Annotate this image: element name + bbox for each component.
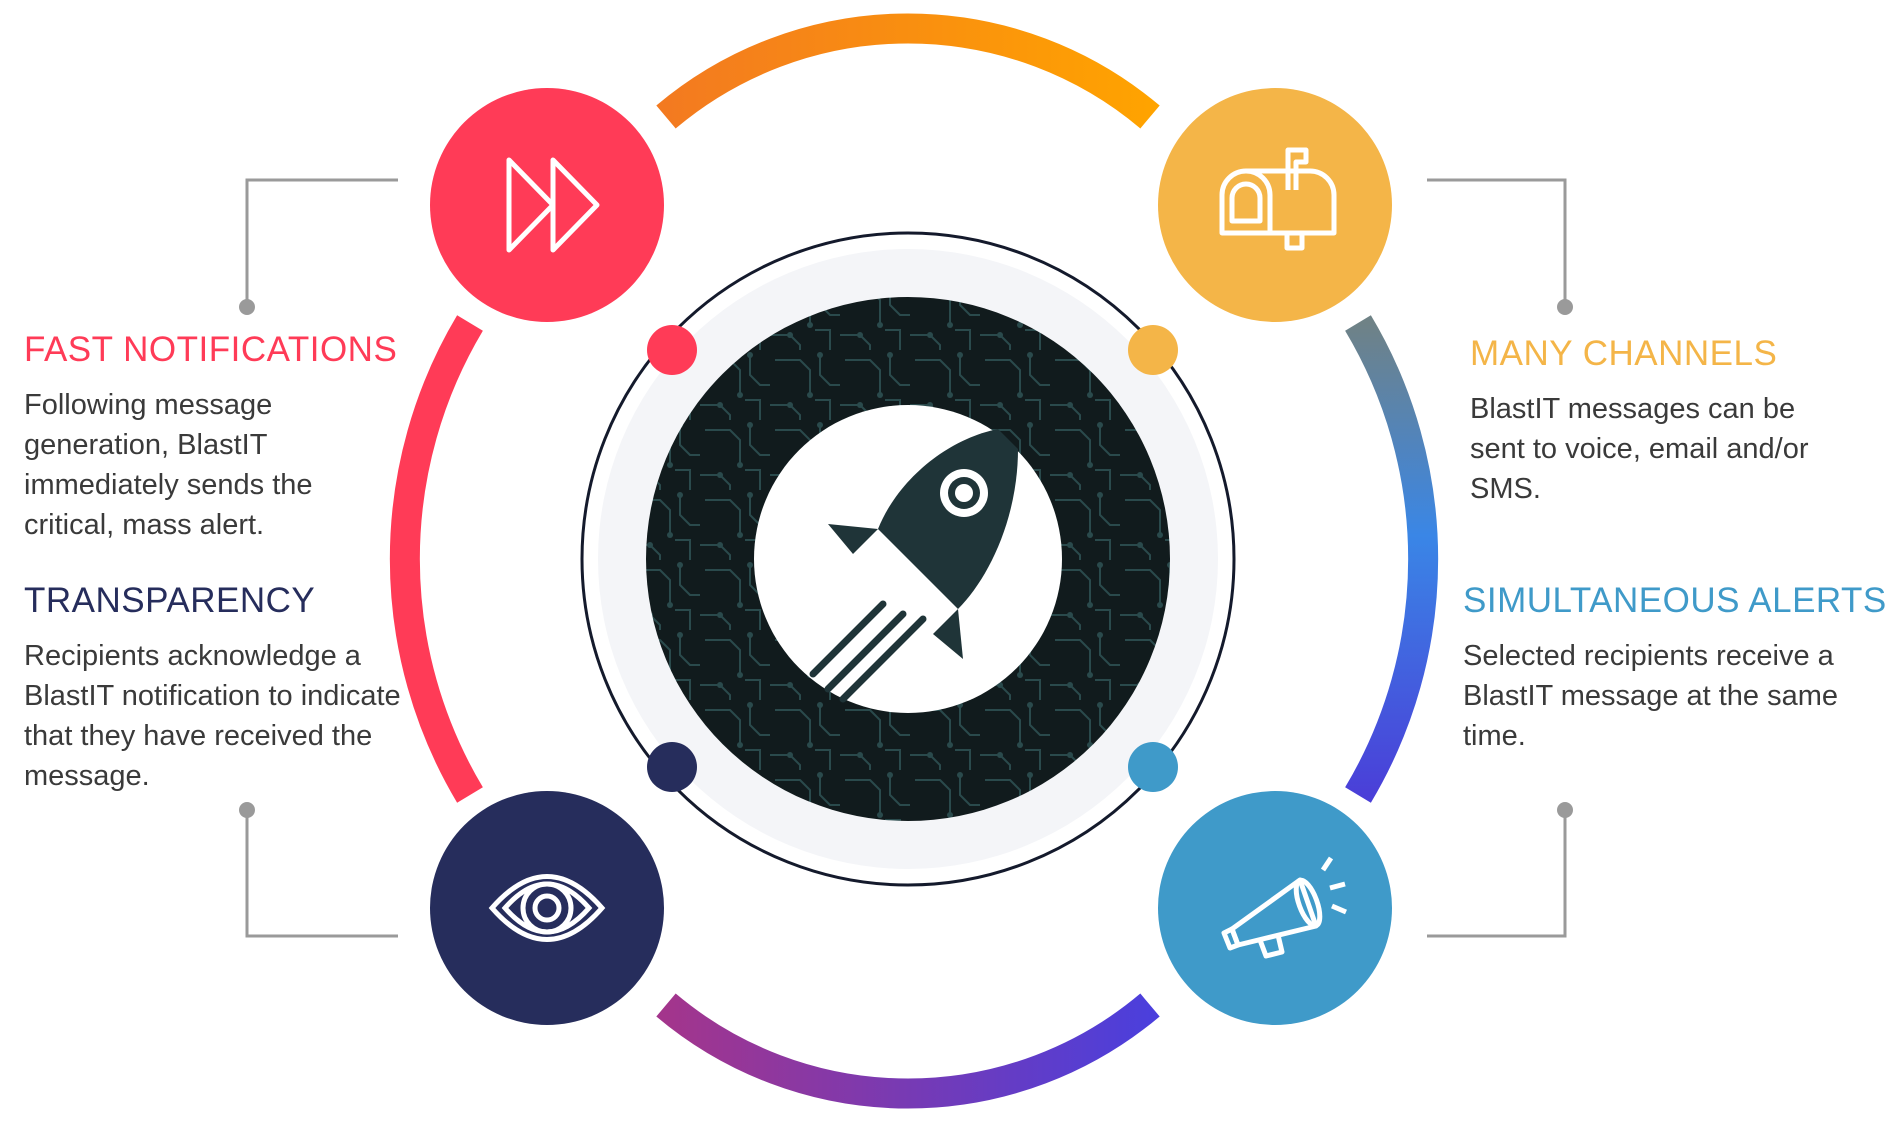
connector-dot-bottom-left (239, 802, 255, 818)
transparency-block: TRANSPARENCY Recipients acknowledge a Bl… (24, 580, 404, 796)
fast-circle (430, 88, 664, 322)
simultaneous-alerts-block: SIMULTANEOUS ALERTS Selected recipients … (1463, 580, 1887, 756)
connector-dot-bottom-right (1557, 802, 1573, 818)
fast-notifications-text: Following message generation, BlastIT im… (24, 389, 313, 541)
transparency-heading: TRANSPARENCY (24, 581, 316, 620)
simultaneous-circle (1158, 791, 1392, 1025)
simultaneous-alerts-text: Selected recipients receive a BlastIT me… (1463, 640, 1839, 752)
many-channels-block: MANY CHANNELS BlastIT messages can be se… (1470, 333, 1850, 509)
simultaneous-alerts-heading: SIMULTANEOUS ALERTS (1463, 581, 1887, 620)
connector-top-right (1427, 178, 1567, 307)
connector-bottom-left (245, 810, 398, 938)
connector-top-left (245, 178, 398, 307)
mailbox-icon (1219, 147, 1337, 251)
fast-notifications-heading: FAST NOTIFICATIONS (24, 330, 398, 369)
eye-icon (488, 874, 606, 942)
many-channels-text: BlastIT messages can be sent to voice, e… (1470, 393, 1809, 505)
fast-notifications-block: FAST NOTIFICATIONS Following message gen… (24, 329, 404, 545)
arc-bottom (656, 993, 1160, 1109)
accent-dot-yellow (1128, 325, 1178, 375)
transparency-circle (430, 791, 664, 1025)
channels-circle (1158, 88, 1392, 322)
accent-dot-navy (647, 742, 697, 792)
accent-dot-red (647, 325, 697, 375)
arc-top (656, 13, 1160, 129)
megaphone-icon (1221, 856, 1347, 959)
connector-bottom-right (1427, 810, 1567, 938)
rocket-icon (809, 429, 1018, 703)
connector-dot-top-right (1557, 299, 1573, 315)
fast-forward-icon (506, 157, 600, 253)
accent-dot-blue (1128, 742, 1178, 792)
arc-left (389, 315, 483, 803)
arc-right (1345, 315, 1439, 803)
many-channels-heading: MANY CHANNELS (1470, 334, 1778, 373)
connector-dot-top-left (239, 299, 255, 315)
transparency-text: Recipients acknowledge a BlastIT notific… (24, 640, 401, 792)
